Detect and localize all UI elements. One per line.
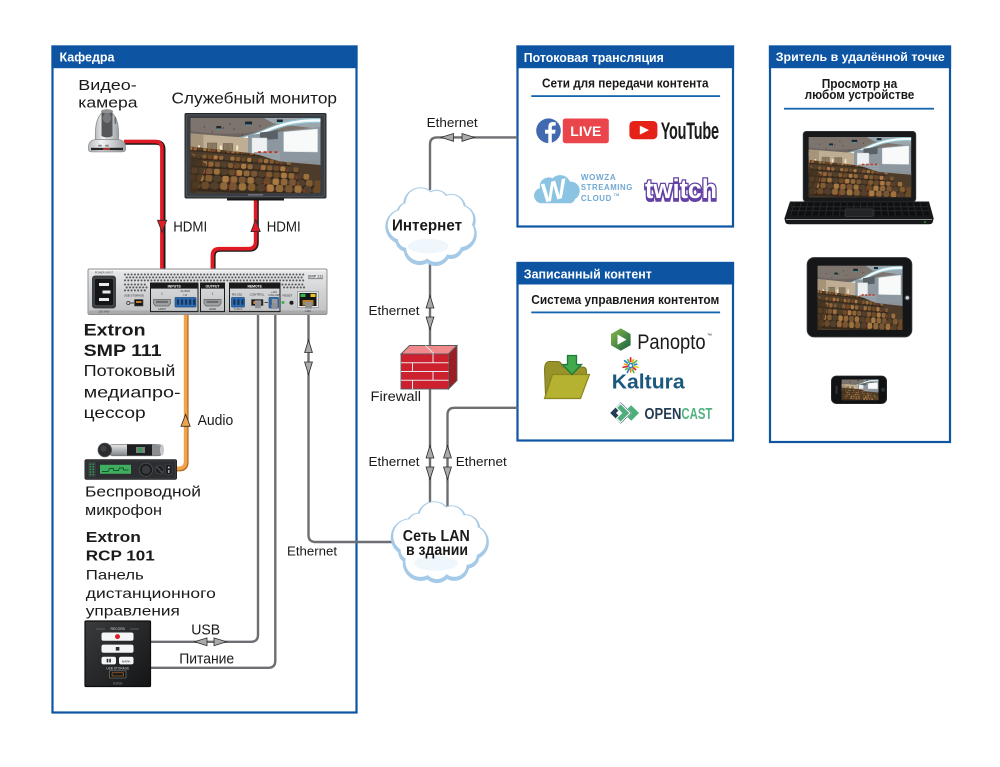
svg-text:Панель: Панель — [86, 567, 144, 583]
svg-text:REMOTE: REMOTE — [247, 285, 262, 289]
svg-text:OPEN: OPEN — [644, 406, 681, 423]
svg-text:Tx Rx G: Tx Rx G — [234, 308, 243, 311]
svg-text:Extron: Extron — [113, 682, 122, 686]
svg-text:HDMI: HDMI — [267, 219, 301, 236]
svg-text:INPUTS: INPUTS — [168, 285, 182, 289]
svg-text:любом устройстве: любом устройстве — [805, 88, 915, 102]
svg-text:OUTPUT: OUTPUT — [206, 285, 221, 289]
svg-text:CONTROL: CONTROL — [250, 292, 265, 296]
svg-text:Питание: Питание — [179, 650, 234, 667]
svg-text:CAST: CAST — [681, 406, 712, 423]
svg-text:Служебный монитор: Служебный монитор — [172, 91, 338, 108]
svg-text:медиапро-: медиапро- — [84, 384, 181, 401]
svg-text:Потоковый: Потоковый — [84, 363, 176, 380]
svg-text:AUDIO: AUDIO — [181, 289, 191, 293]
svg-text:MARK: MARK — [122, 659, 131, 663]
svg-text:Kaltura: Kaltura — [612, 371, 686, 393]
svg-text:HDMI: HDMI — [173, 219, 207, 236]
svg-text:Ethernet: Ethernet — [369, 454, 420, 469]
svg-text:Видео-: Видео- — [78, 77, 137, 94]
svg-text:Записанный контент: Записанный контент — [524, 268, 652, 282]
svg-text:Система управления контентом: Система управления контентом — [531, 292, 719, 307]
svg-text:управления: управления — [86, 603, 180, 619]
svg-text:YouTube: YouTube — [661, 119, 719, 146]
svg-text:в здании: в здании — [406, 542, 468, 559]
svg-text:USB STORAGE: USB STORAGE — [124, 294, 144, 298]
svg-text:TM: TM — [614, 192, 620, 197]
svg-text:камера: камера — [78, 94, 138, 111]
svg-text:Сети для передачи контента: Сети для передачи контента — [542, 75, 709, 90]
svg-text:L R: L R — [183, 294, 187, 297]
svg-text:Panopto: Panopto — [637, 331, 705, 354]
svg-text:Firewall: Firewall — [371, 389, 422, 404]
svg-text:HDMI: HDMI — [209, 307, 216, 311]
svg-text:RCP 101: RCP 101 — [86, 549, 155, 565]
svg-text:twitch: twitch — [645, 174, 717, 204]
svg-text:Extron: Extron — [84, 321, 146, 339]
svg-text:USB STORAGE: USB STORAGE — [106, 666, 129, 670]
svg-text:RECORD: RECORD — [110, 627, 125, 631]
svg-text:LIVE: LIVE — [570, 123, 601, 139]
svg-text:дистанционного: дистанционного — [86, 585, 216, 601]
svg-text:микрофон: микрофон — [85, 502, 162, 519]
svg-text:SMP 111: SMP 111 — [84, 342, 162, 360]
svg-text:Интернет: Интернет — [392, 217, 462, 234]
svg-text:Audio: Audio — [198, 412, 234, 429]
svg-text:LAN: LAN — [305, 309, 310, 313]
svg-text:Ethernet: Ethernet — [456, 454, 507, 469]
svg-text:SMP 111: SMP 111 — [308, 274, 325, 279]
svg-text:FOLLOW: FOLLOW — [269, 293, 281, 297]
svg-text:RS-232: RS-232 — [232, 292, 243, 296]
svg-text:Ethernet: Ethernet — [427, 115, 478, 130]
svg-text:Беспроводной: Беспроводной — [85, 484, 201, 501]
svg-text:POWER INPUT: POWER INPUT — [95, 271, 114, 275]
svg-text:Ethernet: Ethernet — [369, 303, 420, 318]
svg-text:Кафедра: Кафедра — [60, 50, 116, 64]
svg-text:STREAMING: STREAMING — [581, 183, 633, 192]
svg-text:цессор: цессор — [84, 405, 146, 422]
svg-text:CLOUD: CLOUD — [581, 194, 612, 203]
svg-text:100-240V: 100-240V — [98, 310, 110, 314]
svg-text:Ethernet: Ethernet — [287, 543, 337, 558]
svg-text:RESET: RESET — [282, 294, 292, 298]
svg-text:Потоковая трансляция: Потоковая трансляция — [524, 51, 664, 65]
svg-text:Extron: Extron — [86, 530, 141, 546]
svg-text:WOWZA: WOWZA — [581, 173, 616, 182]
svg-text:™: ™ — [707, 333, 712, 339]
svg-text:Зритель в удалённой точке: Зритель в удалённой точке — [776, 52, 945, 64]
svg-text:USB: USB — [191, 621, 220, 638]
svg-text:HDMI: HDMI — [158, 307, 165, 311]
